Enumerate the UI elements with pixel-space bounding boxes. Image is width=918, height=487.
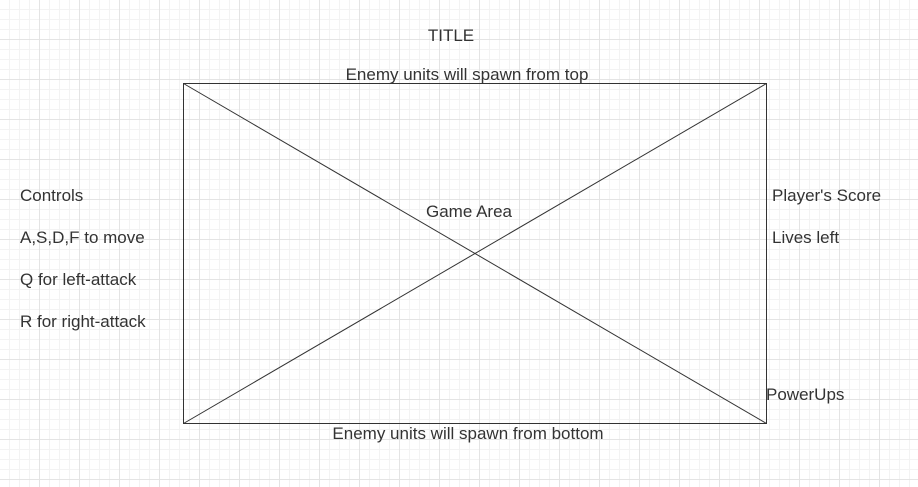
top-spawn-note: Enemy units will spawn from top [345, 65, 589, 84]
controls-left-attack: Q for left-attack [20, 270, 137, 289]
game-area-label: Game Area [426, 202, 512, 221]
game-area-placeholder[interactable] [183, 83, 767, 424]
game-area-border [183, 83, 767, 424]
page-title: TITLE [427, 26, 475, 45]
game-area-graphic [183, 83, 767, 424]
controls-right-attack: R for right-attack [20, 312, 146, 331]
bottom-spawn-note: Enemy units will spawn from bottom [332, 424, 604, 443]
controls-move: A,S,D,F to move [20, 228, 145, 247]
powerups-label: PowerUps [766, 385, 845, 404]
lives-left-label: Lives left [772, 228, 840, 247]
controls-heading: Controls [20, 186, 84, 205]
game-area-diagonal-2 [183, 83, 767, 424]
player-score-label: Player's Score [772, 186, 882, 205]
